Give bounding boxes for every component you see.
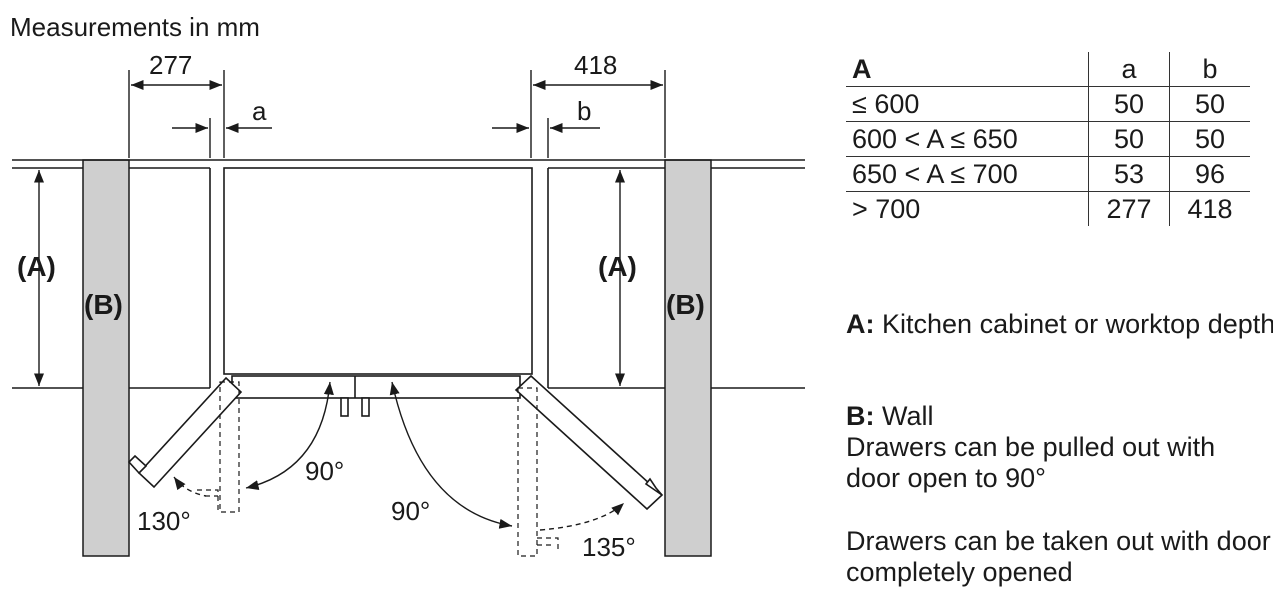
table-row: 600 < A ≤ 650 50 50 bbox=[846, 121, 1250, 157]
angle-left-outer: 130° bbox=[137, 506, 191, 536]
arc-right-135 bbox=[539, 502, 625, 531]
table-cell: 600 < A ≤ 650 bbox=[846, 121, 1089, 157]
arc-left-90 bbox=[245, 381, 334, 490]
table-cell: 50 bbox=[1169, 121, 1250, 157]
table-cell: 418 bbox=[1169, 191, 1250, 226]
legend-b-text: Wall bbox=[882, 401, 934, 431]
right-door-open bbox=[514, 374, 664, 511]
table-row: > 700 277 418 bbox=[846, 191, 1250, 226]
door-front bbox=[231, 375, 521, 399]
table-cell: 53 bbox=[1088, 156, 1170, 192]
dim-gap-b: b bbox=[577, 96, 591, 126]
wall-left bbox=[82, 159, 130, 557]
handle-right bbox=[361, 397, 370, 417]
legend-b: B: Wall bbox=[846, 401, 1271, 432]
opening-arcs bbox=[173, 381, 625, 531]
label-wall-right: (B) bbox=[666, 289, 705, 320]
right-door-handle bbox=[644, 477, 663, 496]
appliance bbox=[223, 167, 533, 417]
left-door-open bbox=[137, 376, 243, 489]
table-cell: > 700 bbox=[852, 194, 921, 224]
table-cell: 50 bbox=[1169, 86, 1250, 122]
dim-left-width: 277 bbox=[149, 50, 192, 80]
left-door-handle bbox=[127, 454, 148, 475]
arc-left-130 bbox=[173, 476, 207, 497]
dim-gap-a: a bbox=[252, 96, 267, 126]
table-cell: 50 bbox=[1088, 121, 1170, 157]
table-header-b: b bbox=[1169, 52, 1250, 87]
handle-left bbox=[340, 397, 349, 417]
label-depth-right: (A) bbox=[598, 251, 637, 282]
legend-a-text: Kitchen cabinet or worktop depth bbox=[882, 309, 1273, 339]
table-row: 650 < A ≤ 700 53 96 bbox=[846, 156, 1250, 192]
table-cell: 277 bbox=[1088, 191, 1170, 226]
dim-right-width: 418 bbox=[574, 50, 617, 80]
label-depth-left: (A) bbox=[17, 251, 56, 282]
table-header-row: A a b bbox=[846, 52, 1250, 87]
note-drawers-open: Drawers can be taken out with door compl… bbox=[846, 526, 1271, 587]
wall-right bbox=[664, 159, 712, 557]
dimension-table: A a b ≤ 600 50 50 600 < A ≤ 650 50 50 65… bbox=[846, 52, 1250, 226]
table-row: ≤ 600 50 50 bbox=[846, 86, 1250, 122]
angle-left-inner: 90° bbox=[305, 456, 344, 486]
cabinet-lines bbox=[12, 159, 805, 389]
angle-right-outer: 135° bbox=[582, 532, 636, 562]
table-header-A: A bbox=[846, 52, 1089, 87]
table-header-a: a bbox=[1088, 52, 1170, 87]
diagram-heading: Measurements in mm bbox=[10, 12, 260, 42]
open-doors bbox=[127, 374, 664, 511]
table-cell: 650 < A ≤ 700 bbox=[846, 156, 1089, 192]
angle-right-inner: 90° bbox=[391, 496, 430, 526]
table-cell: 50 bbox=[1088, 86, 1170, 122]
label-wall-left: (B) bbox=[84, 289, 123, 320]
arc-right-90 bbox=[389, 381, 513, 529]
appliance-body bbox=[223, 167, 533, 375]
dashed-door-outlines bbox=[197, 381, 559, 557]
note-drawers-90: Drawers can be pulled out with door open… bbox=[846, 432, 1216, 493]
table-cell: 96 bbox=[1169, 156, 1250, 192]
legend-a: A: Kitchen cabinet or worktop depth bbox=[846, 309, 1273, 340]
dimension-lines bbox=[33, 70, 666, 386]
legend-b-key: B: bbox=[846, 401, 875, 431]
legend-a-key: A: bbox=[846, 309, 875, 339]
table-cell: ≤ 600 bbox=[846, 86, 1089, 122]
